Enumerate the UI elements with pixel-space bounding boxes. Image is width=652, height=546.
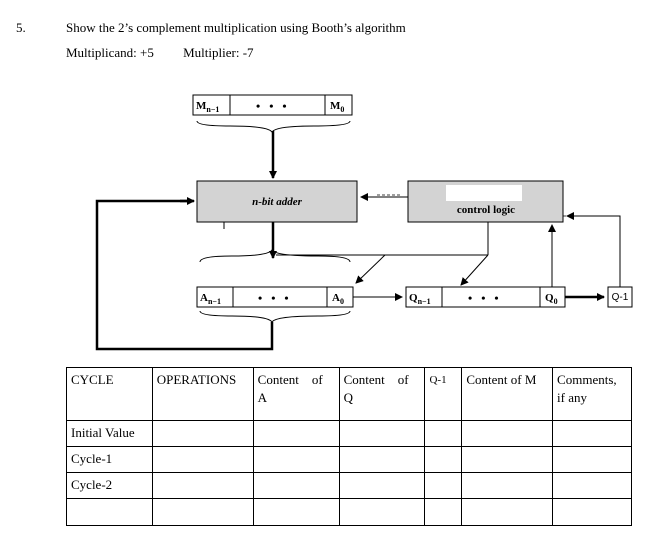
q-msb-label: Qn−1 bbox=[409, 292, 431, 306]
row-label: Cycle-2 bbox=[66, 472, 153, 499]
cell-content-q[interactable] bbox=[338, 446, 426, 473]
cell-content-q[interactable] bbox=[338, 420, 426, 447]
row-label bbox=[66, 498, 153, 526]
header-q-minus-1: Q-1 bbox=[424, 367, 463, 421]
cell-content-q[interactable] bbox=[338, 472, 426, 499]
cell-content-m[interactable] bbox=[461, 446, 554, 473]
table-row: Initial Value bbox=[66, 420, 632, 447]
cell-content-q[interactable] bbox=[338, 498, 426, 526]
a-upper-brace bbox=[199, 249, 351, 263]
adder-label: n-bit adder bbox=[252, 196, 303, 208]
cell-comments[interactable] bbox=[552, 472, 632, 499]
shift-to-q-arrow bbox=[460, 254, 489, 286]
a-lower-brace bbox=[199, 310, 351, 323]
table-row: Cycle-1 bbox=[66, 446, 632, 473]
a-lsb-label: A0 bbox=[332, 292, 344, 306]
q-dots: • • • bbox=[468, 291, 502, 305]
m-dots: • • • bbox=[256, 99, 290, 113]
accumulator-register: An−1 • • • A0 bbox=[196, 286, 354, 308]
cell-comments[interactable] bbox=[552, 498, 632, 526]
operands-line: Multiplicand: +5 Multiplier: -7 bbox=[66, 45, 254, 61]
adder-block: n-bit adder bbox=[196, 180, 358, 223]
multiplier-register: Qn−1 • • • Q0 bbox=[405, 286, 566, 308]
cell-comments[interactable] bbox=[552, 420, 632, 447]
qminus1-to-control-arrow bbox=[566, 212, 621, 287]
cell-content-m[interactable] bbox=[461, 472, 554, 499]
multiplier-label: Multiplier: -7 bbox=[183, 45, 254, 60]
cell-content-m[interactable] bbox=[461, 498, 554, 526]
cell-content-a[interactable] bbox=[252, 498, 340, 526]
shift-to-a-arrow bbox=[355, 254, 386, 284]
m-lsb-label: M0 bbox=[330, 100, 344, 114]
cell-content-a[interactable] bbox=[252, 420, 340, 447]
cell-comments[interactable] bbox=[552, 446, 632, 473]
a-dots: • • • bbox=[258, 291, 292, 305]
header-content-m: Content of M bbox=[461, 367, 554, 421]
table-row: Cycle-2 bbox=[66, 472, 632, 499]
control-logic-label: control logic bbox=[457, 204, 515, 216]
cell-operations[interactable] bbox=[151, 472, 254, 499]
cell-content-a[interactable] bbox=[252, 472, 340, 499]
q-lsb-label: Q0 bbox=[545, 292, 558, 306]
multiplicand-register: Mn−1 • • • M0 bbox=[192, 94, 353, 116]
m-msb-label: Mn−1 bbox=[196, 100, 219, 114]
cell-q-minus-1[interactable] bbox=[424, 472, 463, 499]
control-logic-block: control logic bbox=[407, 180, 564, 223]
cell-q-minus-1[interactable] bbox=[424, 446, 463, 473]
question-number: 5. bbox=[16, 20, 26, 35]
cell-content-a[interactable] bbox=[252, 446, 340, 473]
multiplicand-label: Multiplicand: +5 bbox=[66, 45, 154, 60]
row-label: Cycle-1 bbox=[66, 446, 153, 473]
cell-q-minus-1[interactable] bbox=[424, 498, 463, 526]
question-text: Show the 2’s complement multiplication u… bbox=[66, 20, 406, 35]
table-row bbox=[66, 498, 632, 526]
cell-operations[interactable] bbox=[151, 446, 254, 473]
feedback-loop bbox=[95, 199, 274, 351]
m-bus-brace bbox=[196, 120, 351, 133]
header-cycle: CYCLE bbox=[66, 367, 153, 421]
cell-operations[interactable] bbox=[151, 420, 254, 447]
a-msb-label: An−1 bbox=[200, 292, 221, 306]
row-label: Initial Value bbox=[66, 420, 153, 447]
q-minus-one-label: Q-1 bbox=[612, 292, 629, 303]
booth-hardware-diagram: Mn−1 • • • M0 n-bit adder control logic … bbox=[95, 94, 633, 351]
cell-q-minus-1[interactable] bbox=[424, 420, 463, 447]
header-operations: OPERATIONS bbox=[151, 367, 254, 421]
header-comments: Comments,if any bbox=[552, 367, 632, 421]
cell-content-m[interactable] bbox=[461, 420, 554, 447]
cell-operations[interactable] bbox=[151, 498, 254, 526]
